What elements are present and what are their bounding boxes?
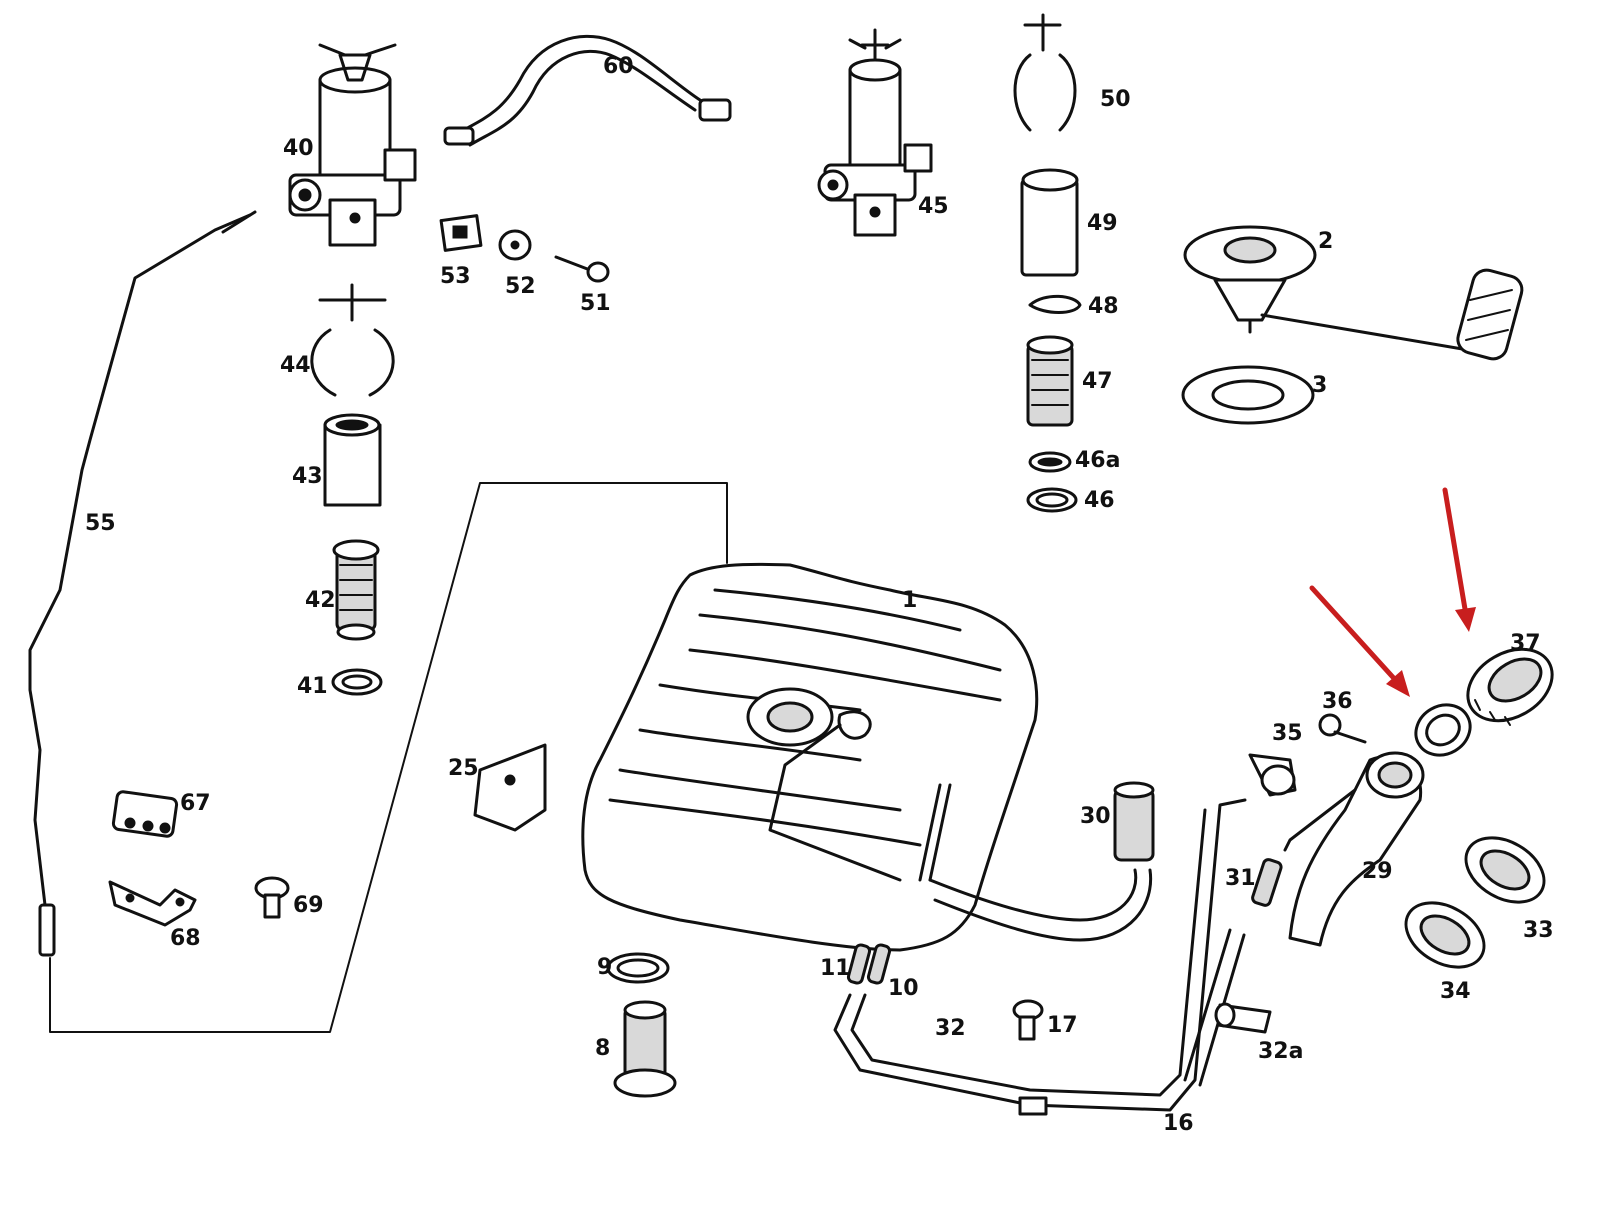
part-32-fuel-pipe [833, 798, 1247, 1116]
part-17-bolt [1012, 999, 1044, 1041]
part-31-sleeve [1251, 858, 1283, 907]
part-8-drain-plug [613, 1000, 677, 1098]
part-69-bolt [254, 876, 290, 919]
label-32: 32 [935, 1016, 966, 1041]
part-60-hose [443, 34, 732, 147]
part-35-valve [1248, 753, 1297, 797]
part-30-hose-sleeve [1113, 781, 1155, 862]
part-47-filter-element [1026, 335, 1074, 427]
label-46: 46 [1084, 488, 1115, 513]
part-55-fuel-pipe [28, 210, 257, 957]
label-53: 53 [440, 264, 471, 289]
label-67: 67 [180, 791, 211, 816]
label-25: 25 [448, 756, 479, 781]
label-60: 60 [603, 54, 634, 79]
label-48: 48 [1088, 294, 1119, 319]
part-49-filter-bowl [1020, 168, 1079, 277]
label-11: 11 [820, 956, 851, 981]
label-45: 45 [918, 194, 949, 219]
part-33-grommet [1464, 836, 1546, 904]
label-41: 41 [297, 674, 328, 699]
label-31: 31 [1225, 866, 1256, 891]
red-arrow-to-cap [1442, 487, 1476, 632]
label-10: 10 [888, 976, 919, 1001]
label-55: 55 [85, 511, 116, 536]
label-34: 34 [1440, 979, 1471, 1004]
part-29-filler-neck [1283, 751, 1425, 947]
part-9-seal [606, 952, 670, 984]
part-40-filter-housing [288, 43, 417, 247]
part-67-clip [111, 790, 179, 838]
part-37-filler-cap [1466, 647, 1554, 726]
part-53-plate [439, 214, 483, 252]
label-46a: 46a [1075, 448, 1120, 473]
label-3: 3 [1312, 373, 1327, 398]
label-9: 9 [597, 955, 612, 980]
label-8: 8 [595, 1036, 610, 1061]
part-42-filter-element [332, 539, 380, 641]
label-30: 30 [1080, 804, 1111, 829]
part-36-screw [1318, 713, 1367, 744]
label-32a: 32a [1258, 1039, 1303, 1064]
label-29: 29 [1362, 859, 1393, 884]
part-10-sleeve [866, 943, 892, 985]
part-3-gasket [1181, 365, 1315, 425]
label-33: 33 [1523, 918, 1554, 943]
label-51: 51 [580, 291, 611, 316]
label-44: 44 [280, 353, 311, 378]
part-32a-clamp [1214, 1002, 1272, 1034]
part-11-sleeve [846, 943, 872, 985]
label-42: 42 [305, 588, 336, 613]
label-1: 1 [902, 588, 917, 613]
part-48-clip [1028, 294, 1082, 314]
label-2: 2 [1318, 229, 1333, 254]
group-connector-lines [49, 482, 728, 1033]
red-arrow-to-gasket [1309, 585, 1410, 697]
label-69: 69 [293, 893, 324, 918]
label-36: 36 [1322, 689, 1353, 714]
part-41-seal [331, 668, 383, 696]
label-47: 47 [1082, 369, 1113, 394]
part-43-filter-bowl [323, 413, 382, 507]
part-50-bail-clamp [1013, 13, 1077, 132]
label-40: 40 [283, 136, 314, 161]
part-46-seal [1026, 487, 1078, 513]
part-46a-seal [1028, 451, 1072, 473]
label-43: 43 [292, 464, 323, 489]
part-44-bail-clamp [310, 283, 395, 397]
part-2-fuel-sender [1183, 225, 1524, 361]
part-52-washer [498, 229, 532, 261]
part-45-filter-housing [817, 28, 933, 237]
label-49: 49 [1087, 211, 1118, 236]
label-50: 50 [1100, 87, 1131, 112]
label-35: 35 [1272, 721, 1303, 746]
label-37: 37 [1510, 631, 1541, 656]
part-34-grommet [1404, 901, 1486, 969]
label-52: 52 [505, 274, 536, 299]
label-17: 17 [1047, 1013, 1078, 1038]
label-16: 16 [1163, 1111, 1194, 1136]
filler-neck-gasket-ring [1414, 703, 1472, 757]
part-25-bracket [473, 743, 547, 832]
part-1-fuel-tank [581, 562, 1153, 952]
label-68: 68 [170, 926, 201, 951]
part-68-bracket [108, 880, 197, 927]
part-51-screw [554, 255, 610, 283]
